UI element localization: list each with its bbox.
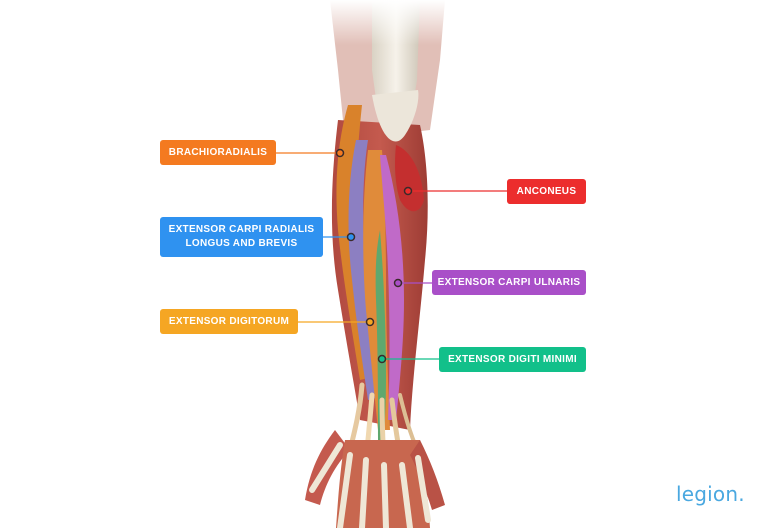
brand-name: legion: [676, 482, 739, 506]
label-anconeus-text: ANCONEUS: [516, 185, 577, 197]
label-ecu-text: EXTENSOR CARPI ULNARIS: [437, 276, 581, 288]
brachioradialis-dot: [335, 148, 345, 158]
label-edm-text: EXTENSOR DIGITI MINIMI: [448, 353, 577, 365]
label-brachioradialis-text: BRACHIORADIALIS: [168, 146, 268, 158]
hand: [305, 430, 445, 528]
label-extensor-digiti-minimi: EXTENSOR DIGITI MINIMI: [439, 347, 586, 372]
brand-logo: legion.: [676, 482, 745, 506]
extensor-carpi-ulnaris-muscle: [380, 155, 404, 420]
label-extensor-carpi-ulnaris: EXTENSOR CARPI ULNARIS: [432, 270, 586, 295]
label-ecr-line2: LONGUS AND BREVIS: [185, 238, 298, 249]
label-extensor-digitorum-text: EXTENSOR DIGITORUM: [168, 315, 290, 327]
label-anconeus: ANCONEUS: [507, 179, 586, 204]
anconeus-muscle: [395, 145, 424, 212]
ecu-dot: [393, 278, 403, 288]
ecr-dot: [346, 232, 356, 242]
leader-lines: [276, 152, 507, 360]
extensor-digitorum-dot: [365, 317, 375, 327]
label-extensor-carpi-radialis: EXTENSOR CARPI RADIALIS LONGUS AND BREVI…: [160, 217, 323, 257]
extensor-digiti-minimi-muscle: [375, 230, 386, 440]
label-ecr-line1: EXTENSOR CARPI RADIALIS: [168, 224, 315, 235]
anconeus-dot: [403, 186, 413, 196]
label-extensor-digitorum: EXTENSOR DIGITORUM: [160, 309, 298, 334]
label-brachioradialis: BRACHIORADIALIS: [160, 140, 276, 165]
elbow: [372, 90, 419, 142]
edm-dot: [377, 354, 387, 364]
brand-suffix: .: [738, 482, 745, 506]
marker-dots: [335, 148, 413, 364]
